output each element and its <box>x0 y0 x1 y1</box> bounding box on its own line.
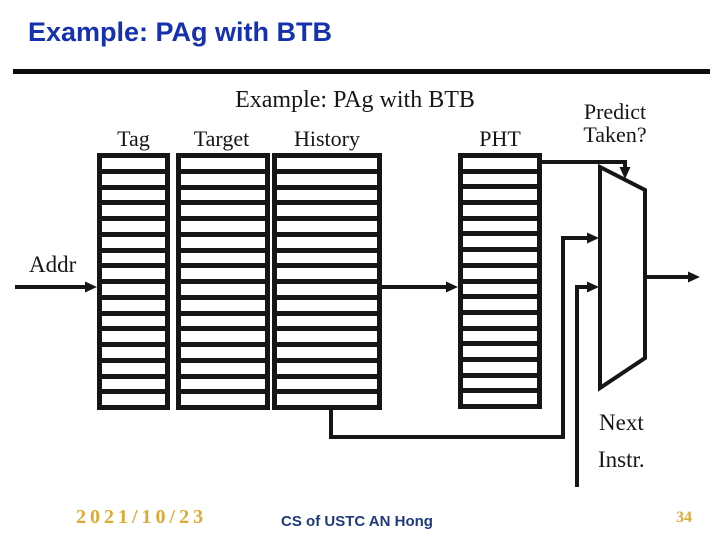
table-cell <box>102 252 165 264</box>
table-cell <box>463 220 537 232</box>
table-cell <box>463 205 537 216</box>
tag-column-label: Tag <box>117 126 150 151</box>
table-cell <box>102 394 165 405</box>
table-cell <box>463 393 537 404</box>
predict-taken-label: Predict Taken? <box>563 100 667 146</box>
table-cell <box>181 189 265 201</box>
table-cell <box>463 346 537 357</box>
table-cell <box>277 236 377 248</box>
table-cell <box>277 362 377 374</box>
table-cell <box>463 283 537 295</box>
mux-shape <box>598 163 647 392</box>
btb-target-column <box>176 153 270 410</box>
table-cell <box>463 236 537 248</box>
pht-to-mux-arrow <box>542 160 631 179</box>
table-cell <box>463 252 537 263</box>
table-cell <box>181 299 265 311</box>
predict-taken-line2: Taken? <box>583 122 647 147</box>
footer-credit: CS of USTC AN Hong <box>281 513 433 530</box>
table-cell <box>463 189 537 201</box>
table-cell <box>463 330 537 342</box>
next-instr-label-line1: Next <box>599 410 644 435</box>
slide-title: Example: PAg with BTB <box>28 17 333 47</box>
table-cell <box>102 362 165 374</box>
table-cell <box>102 299 165 311</box>
table-cell <box>463 267 537 279</box>
table-cell <box>181 252 265 264</box>
table-cell <box>102 236 165 248</box>
table-cell <box>102 189 165 201</box>
btb-tag-column <box>97 153 170 410</box>
table-cell <box>102 205 165 216</box>
addr-label: Addr <box>29 252 77 277</box>
table-cell <box>463 314 537 326</box>
table-cell <box>277 315 377 327</box>
table-cell <box>277 189 377 201</box>
table-cell <box>102 331 165 342</box>
table-cell <box>181 268 265 279</box>
table-cell <box>463 377 537 389</box>
table-cell <box>181 158 265 169</box>
table-cell <box>181 378 265 390</box>
table-cell <box>277 299 377 311</box>
predict-taken-line1: Predict <box>583 99 647 124</box>
table-cell <box>181 315 265 327</box>
table-cell <box>277 173 377 185</box>
table-cell <box>463 299 537 310</box>
table-cell <box>277 205 377 216</box>
table-cell <box>181 236 265 248</box>
table-cell <box>277 331 377 342</box>
table-cell <box>181 347 265 358</box>
footer-page-number: 34 <box>676 509 692 526</box>
table-cell <box>463 361 537 373</box>
table-cell <box>277 347 377 358</box>
table-cell <box>102 158 165 169</box>
pht-table <box>458 153 542 409</box>
target-column-label: Target <box>193 126 250 151</box>
diagram-title: Example: PAg with BTB <box>235 87 475 113</box>
table-cell <box>181 173 265 185</box>
btb-history-column <box>272 153 382 410</box>
table-cell <box>181 331 265 342</box>
table-cell <box>277 268 377 279</box>
next-instr-label-line2: Instr. <box>598 447 645 472</box>
table-cell <box>102 221 165 232</box>
table-cell <box>277 284 377 295</box>
table-cell <box>277 221 377 232</box>
table-cell <box>463 158 537 169</box>
mux-input-b-arrow <box>575 281 599 487</box>
table-cell <box>102 315 165 327</box>
title-divider-rule <box>13 69 710 74</box>
table-cell <box>181 221 265 232</box>
table-cell <box>102 284 165 295</box>
table-cell <box>181 394 265 405</box>
table-cell <box>463 173 537 185</box>
table-cell <box>277 394 377 405</box>
footer-date: 2021/10/23 <box>76 506 208 528</box>
table-cell <box>181 362 265 374</box>
table-cell <box>102 347 165 358</box>
table-cell <box>102 173 165 185</box>
table-cell <box>181 205 265 216</box>
table-cell <box>277 252 377 264</box>
table-cell <box>277 378 377 390</box>
table-cell <box>102 268 165 279</box>
history-column-label: History <box>294 126 360 151</box>
pht-column-label: PHT <box>479 126 521 151</box>
table-cell <box>181 284 265 295</box>
table-cell <box>102 378 165 390</box>
table-cell <box>277 158 377 169</box>
